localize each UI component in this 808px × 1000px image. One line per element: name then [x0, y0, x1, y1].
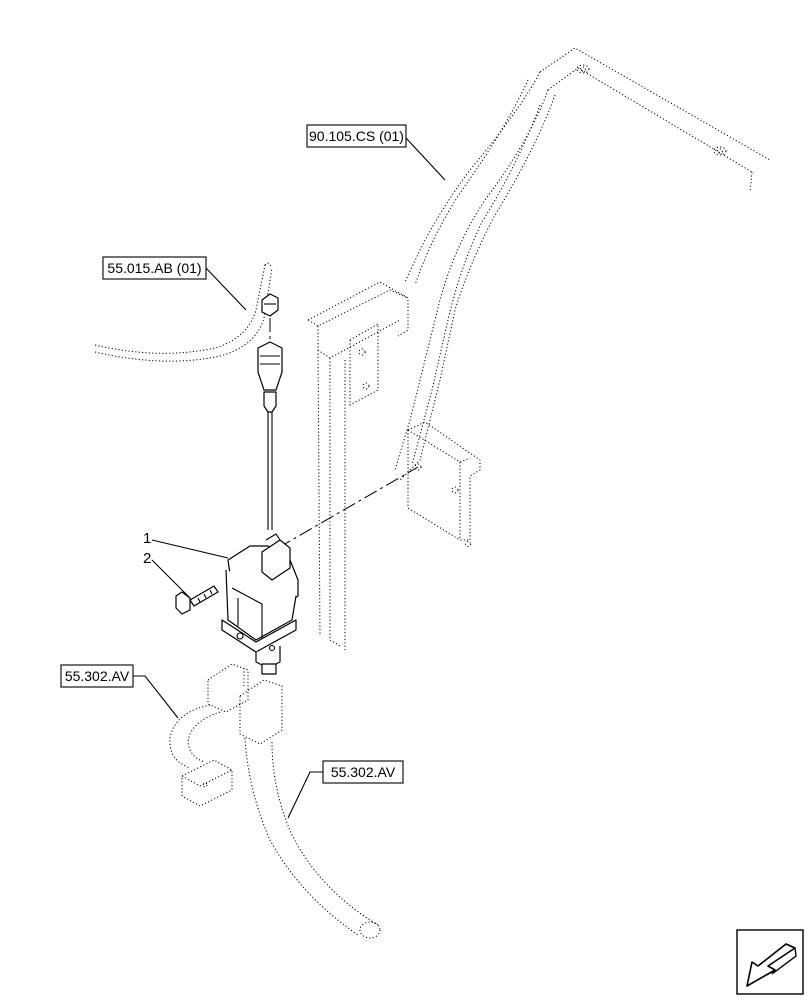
- ref-label-90-105-cs[interactable]: 90.105.CS (01): [306, 124, 407, 148]
- svg-text:55.302.AV: 55.302.AV: [331, 764, 396, 780]
- leader-lines: [133, 137, 446, 819]
- svg-text:90.105.CS (01): 90.105.CS (01): [309, 128, 404, 144]
- ref-label-55-302-av-left[interactable]: 55.302.AV: [60, 664, 134, 688]
- arrow-down-left-icon[interactable]: [736, 929, 804, 995]
- alignment-line: [277, 466, 419, 549]
- harness-upper: [94, 262, 273, 362]
- svg-text:55.015.AB (01): 55.015.AB (01): [107, 260, 201, 276]
- callout-1: 1: [143, 530, 151, 547]
- svg-text:55.302.AV: 55.302.AV: [65, 668, 130, 684]
- connector-plug: [257, 293, 283, 530]
- ref-label-55-302-av-right[interactable]: 55.302.AV: [322, 760, 404, 784]
- mounting-bracket: [407, 421, 481, 547]
- bolt: [175, 585, 219, 615]
- solenoid: [221, 533, 299, 675]
- ref-label-55-015-ab[interactable]: 55.015.AB (01): [102, 256, 207, 280]
- cab-frame: [307, 47, 771, 650]
- harness-lower: [169, 663, 381, 939]
- callout-2: 2: [143, 550, 151, 567]
